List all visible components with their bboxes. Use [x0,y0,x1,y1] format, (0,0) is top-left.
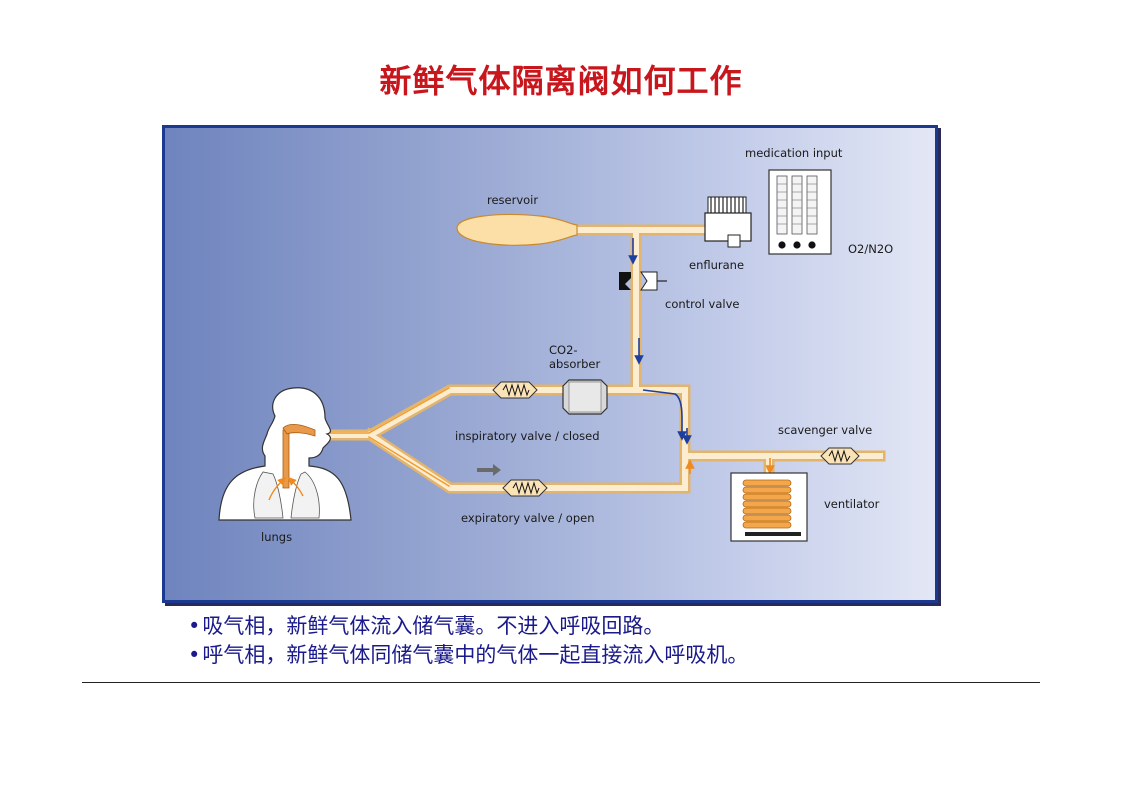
scavenger-valve-label: scavenger valve [778,423,872,437]
anesthesia-circuit-diagram: reservoir enflurane [162,125,938,603]
co2-label: CO2- [549,343,578,357]
lungs-label: lungs [261,530,292,544]
bullet-item: •吸气相，新鲜气体流入储气囊。不进入呼吸回路。 [188,614,665,638]
flowmeter [768,169,832,255]
control-valve-label: control valve [665,297,739,311]
ventilator-label: ventilator [824,497,880,511]
flow-arrows [628,238,692,445]
bullet-item: •呼气相，新鲜气体同储气囊中的气体一起直接流入呼吸机。 [188,643,749,667]
ventilator [730,472,808,542]
medication-input-label: medication input [745,146,843,160]
enflurane-label: enflurane [689,258,744,272]
patient-figure [218,387,352,521]
expiratory-valve-label: expiratory valve / open [461,511,595,525]
o2-n2o-label: O2/N2O [848,242,893,256]
enflurane-vaporizer [704,196,752,248]
absorber-label: absorber [549,357,600,371]
bullet-list: •吸气相，新鲜气体流入储气囊。不进入呼吸回路。 •呼气相，新鲜气体同储气囊中的气… [188,612,748,670]
scavenger-valve [820,447,860,465]
gray-flow-arrow [477,464,501,476]
control-valve [619,271,667,291]
circuit-pipes [299,224,886,494]
reservoir-label: reservoir [487,193,538,207]
co2-absorber [562,379,608,415]
reservoir-bag [456,213,578,246]
page-title: 新鲜气体隔离阀如何工作 [379,62,743,100]
expiratory-valve [502,479,548,497]
inspiratory-valve-label: inspiratory valve / closed [455,429,600,443]
bottom-rule [82,682,1040,683]
diagram-canvas: reservoir enflurane [218,146,893,544]
inspiratory-valve [492,381,538,399]
